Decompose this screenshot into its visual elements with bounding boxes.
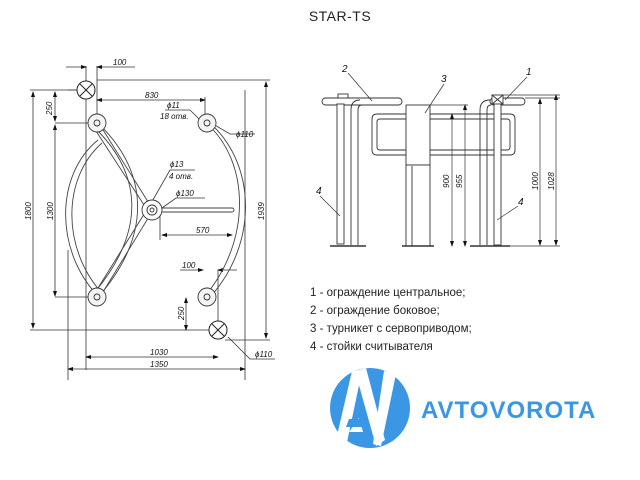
dim-text-250-top: 250 bbox=[45, 101, 54, 116]
arm-upper bbox=[99, 124, 151, 206]
arm-lower bbox=[97, 210, 147, 289]
legend-item-4: 4 - стойки считывателя bbox=[310, 341, 433, 353]
dim-text-1000: 1000 bbox=[531, 172, 540, 190]
callout-leader-4-left bbox=[319, 195, 341, 217]
dim-text-1939: 1939 bbox=[257, 202, 266, 220]
left-arc-rail bbox=[94, 124, 139, 296]
right-arc-rail bbox=[204, 121, 246, 297]
leader-hub bbox=[161, 197, 205, 209]
callout-4-left: 4 bbox=[316, 186, 322, 197]
dim-text-reader-diameter: ϕ110 bbox=[255, 350, 273, 359]
post-base-bottom-right bbox=[197, 287, 217, 307]
dim-text-1030: 1030 bbox=[150, 348, 168, 357]
callout-leader-2 bbox=[347, 72, 373, 102]
dim-text-hub-diameter: ϕ130 bbox=[176, 189, 194, 198]
dim-text-955: 955 bbox=[455, 174, 464, 188]
leader-hole bbox=[165, 109, 201, 121]
side-guard-post bbox=[350, 99, 361, 245]
legend-item-3: 3 - турникет с сервоприводом; bbox=[310, 323, 472, 335]
turnstile-arms bbox=[95, 124, 235, 293]
callout-leader-3 bbox=[424, 83, 445, 114]
reader-post-left bbox=[336, 103, 345, 245]
dim-text-100-bottom: 100 bbox=[182, 261, 196, 270]
reader-post-top bbox=[76, 80, 96, 100]
post-base-top-left bbox=[87, 113, 107, 133]
barrier-arm-left bbox=[371, 113, 406, 156]
dim-text-1300: 1300 bbox=[46, 202, 55, 220]
barrier-arm-right bbox=[430, 113, 516, 156]
legend-item-1: 1 - ограждение центральное; bbox=[310, 287, 466, 299]
reader-post-right bbox=[493, 103, 502, 246]
legend-item-2: 2 - ограждение боковое; bbox=[310, 305, 440, 317]
left-outer-rail bbox=[65, 139, 103, 296]
dim-text-830: 830 bbox=[145, 91, 159, 100]
dim-text-900: 900 bbox=[442, 174, 451, 188]
dim-text-bolt-count: 4 отв. bbox=[169, 172, 193, 181]
leader-post-diameter bbox=[212, 123, 255, 135]
turnstile-hub bbox=[141, 199, 163, 221]
callout-4-right: 4 bbox=[518, 197, 524, 208]
callout-leader-1 bbox=[504, 76, 528, 101]
dim-text-bolt-diameter: ϕ13 bbox=[170, 160, 184, 169]
dim-text-hole-diameter: ϕ11 bbox=[167, 101, 180, 110]
dim-text-100-top: 100 bbox=[113, 58, 127, 67]
leader-reader-diameter bbox=[227, 336, 275, 360]
post-base-top-right bbox=[197, 113, 217, 133]
dim-text-1028: 1028 bbox=[547, 172, 556, 190]
side-guard-cap bbox=[337, 93, 349, 99]
drawing-title-text: STAR-TS bbox=[308, 8, 372, 24]
post-base-bottom-left bbox=[87, 287, 107, 307]
arm-upper bbox=[95, 130, 147, 209]
reader-post-bottom bbox=[208, 320, 228, 340]
turnstile-pillar bbox=[405, 164, 431, 247]
turnstile-head bbox=[405, 104, 431, 166]
dim-text-post-diameter: ϕ110 bbox=[236, 130, 254, 139]
brand-logo-text: AVTOVOROTA bbox=[421, 397, 597, 424]
dim-text-1800: 1800 bbox=[24, 202, 33, 220]
callout-2: 2 bbox=[341, 64, 348, 75]
drawing-title: STAR-TS bbox=[0, 8, 640, 24]
dim-text-250-bottom: 250 bbox=[177, 306, 186, 321]
dim-text-570: 570 bbox=[196, 226, 210, 235]
callout-3: 3 bbox=[441, 74, 447, 85]
arm-lower bbox=[102, 214, 151, 293]
logo-av-icon bbox=[330, 368, 410, 448]
dim-text-1350: 1350 bbox=[150, 360, 168, 369]
callout-1: 1 bbox=[526, 67, 532, 78]
dim-text-hole-count: 18 отв. bbox=[160, 112, 189, 121]
leader-bolt bbox=[149, 169, 195, 206]
legend: 1 - ограждение центральное; 2 - огражден… bbox=[310, 284, 472, 356]
callout-leader-4-right bbox=[496, 205, 519, 221]
